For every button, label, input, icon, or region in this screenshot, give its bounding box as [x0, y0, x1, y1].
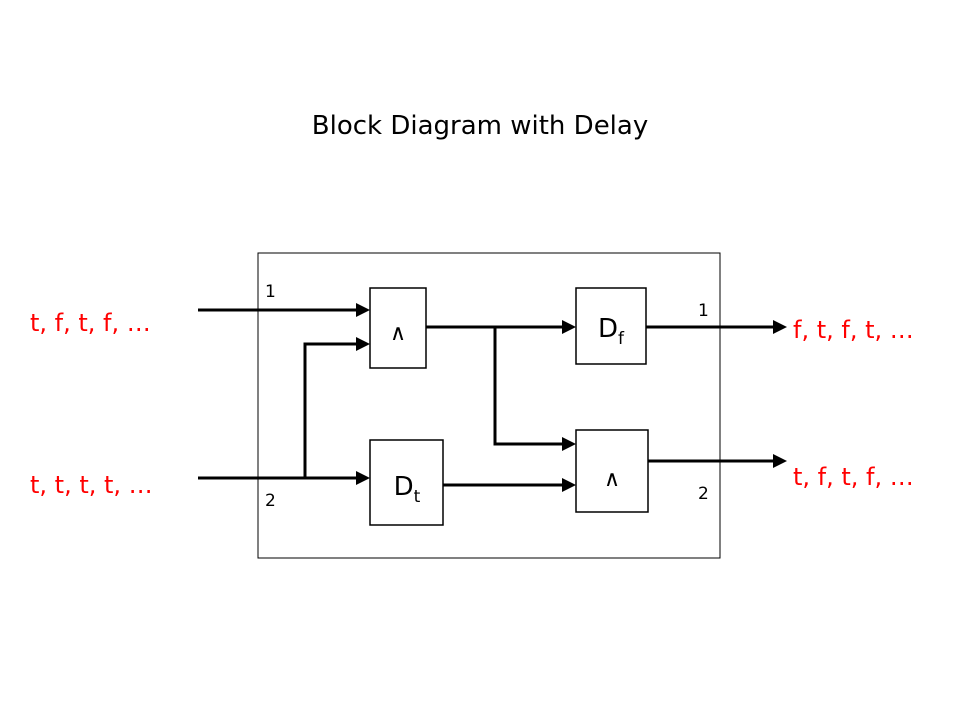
svg-text:Df: Df — [598, 314, 625, 349]
wire-and-top-output — [426, 320, 576, 451]
and-gate-top-symbol: ∧ — [390, 321, 406, 346]
wire-input-1 — [198, 303, 370, 317]
input-port-2-label: 2 — [265, 491, 276, 511]
output-1-sequence: f, t, f, t, … — [793, 316, 914, 344]
svg-text:Dt: Dt — [394, 472, 421, 507]
wire-input-2 — [198, 337, 370, 485]
output-port-1-label: 1 — [698, 301, 709, 321]
delay-block-false: Df — [575, 287, 647, 365]
wire-output-1 — [646, 320, 787, 334]
output-2-sequence: t, f, t, f, … — [793, 463, 914, 491]
diagram-title: Block Diagram with Delay — [312, 111, 648, 141]
delay-true-sub: t — [414, 487, 421, 507]
and-gate-top: ∧ — [369, 287, 427, 369]
output-port-2-label: 2 — [698, 484, 709, 504]
system-frame — [257, 252, 721, 559]
delay-false-main: D — [598, 314, 618, 344]
delay-block-true: Dt — [369, 439, 444, 526]
and-gate-bottom: ∧ — [575, 429, 649, 513]
input-1-sequence: t, f, t, f, … — [30, 309, 151, 337]
and-gate-bottom-symbol: ∧ — [604, 467, 620, 492]
input-2-sequence: t, t, t, t, … — [30, 471, 153, 499]
wire-delay-true-output — [443, 478, 576, 492]
wire-output-2 — [648, 454, 787, 468]
input-port-1-label: 1 — [265, 282, 276, 302]
delay-true-main: D — [394, 472, 414, 502]
delay-false-sub: f — [618, 329, 625, 349]
